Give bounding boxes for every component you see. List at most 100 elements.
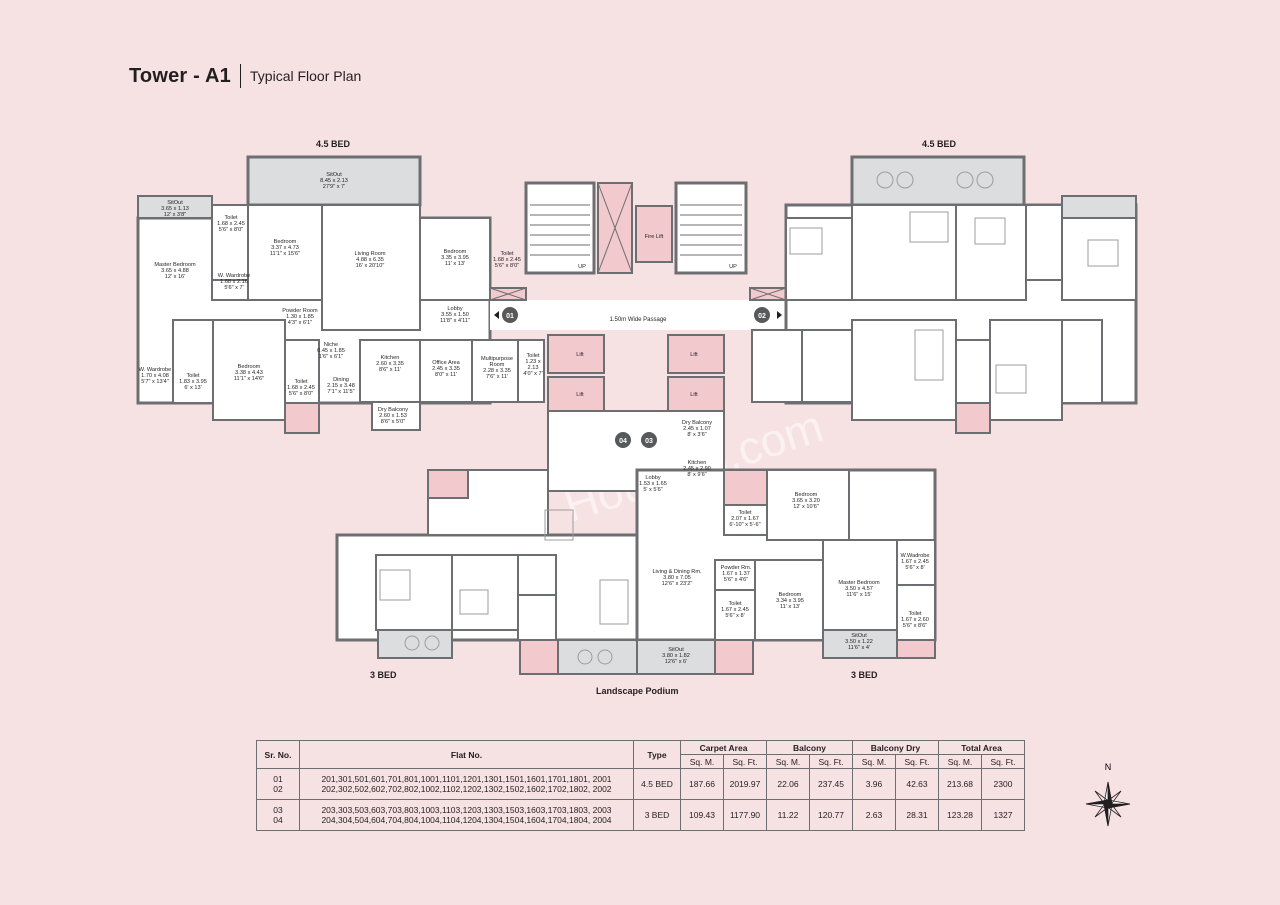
row-carpet-m: 109.43 xyxy=(680,799,724,831)
unit-sqft: Sq. Ft. xyxy=(895,754,939,769)
room-label: 12'6" x 6' xyxy=(665,659,687,665)
marker-label: 03 xyxy=(645,438,653,445)
room-label: 1.68 x 2.45 xyxy=(217,221,245,227)
header-flat: Flat No. xyxy=(299,740,634,769)
room-label: 3.55 x 1.50 xyxy=(441,312,469,318)
room-label: Toilet xyxy=(224,215,238,221)
room-label: 11'8" x 4'11" xyxy=(440,318,470,324)
room-label: SitOut xyxy=(167,200,183,206)
plan-subtitle: Typical Floor Plan xyxy=(250,68,362,84)
room-label: 4'0" x 7' xyxy=(523,371,542,377)
room-label: 5'6" x 7' xyxy=(224,285,243,291)
room-label: Living & Dining Rm. xyxy=(652,569,702,575)
room-label: Master Bedroom xyxy=(154,262,196,268)
room-label: 1.30 x 1.85 xyxy=(286,314,314,320)
room-label: 5'6" x 4'6" xyxy=(724,577,748,583)
room-label: 8'6" x 5'0" xyxy=(381,419,405,425)
unit-marker-01 xyxy=(502,307,518,323)
room-label: Bedroom xyxy=(444,249,467,255)
room-label: 12' x 3'8" xyxy=(164,212,186,218)
row-total-m: 123.28 xyxy=(938,799,982,831)
label-bottom-left: 3 BED xyxy=(370,670,397,680)
unit-sqft: Sq. Ft. xyxy=(723,754,767,769)
room-label: SitOut xyxy=(668,647,684,653)
lift-label: Lift xyxy=(576,352,584,358)
room-label: 12' x 10'6" xyxy=(793,504,819,510)
passage-label: 1.50m Wide Passage xyxy=(609,317,667,323)
room-label: 5'7" x 13'4" xyxy=(141,379,169,385)
unit-marker-04 xyxy=(615,432,631,448)
lift-label: Lift xyxy=(690,392,698,398)
room-label: 1.67 x 2.60 xyxy=(901,617,929,623)
room-label: SitOut xyxy=(851,633,867,639)
flat-01 xyxy=(136,155,545,434)
unit-marker-02 xyxy=(754,307,770,323)
room-label: 5'6" x 8'0" xyxy=(219,227,243,233)
room-label: 3.80 x 7.05 xyxy=(663,575,691,581)
row-balc-m: 22.06 xyxy=(766,768,810,800)
header-balcony: Balcony xyxy=(766,740,853,755)
room-label: Kitchen xyxy=(381,355,400,361)
room-label: 11'1" x 15'6" xyxy=(270,251,300,257)
row-total-ft: 1327 xyxy=(981,799,1025,831)
row-flats: 201,301,501,601,701,801,1001,1101,1201,1… xyxy=(299,768,634,800)
room-label: 5'6" x 8' xyxy=(905,565,924,571)
room-label: 0.45 x 1.85 xyxy=(317,348,345,354)
room-label: 8' x 3'6" xyxy=(687,432,706,438)
room-label: W.Wadrobe xyxy=(900,553,929,559)
room-label: SitOut xyxy=(326,172,342,178)
room-label: Toilet xyxy=(728,601,742,607)
room-label: Toilet xyxy=(186,373,200,379)
room-label: 1.67 x 2.45 xyxy=(721,607,749,613)
room-label: 11'1" x 14'6" xyxy=(234,376,264,382)
room-label: Dry Balcony xyxy=(378,407,408,413)
tower-title: Tower - A1 xyxy=(129,64,232,87)
room-label: 3.65 x 4.88 xyxy=(161,268,189,274)
room-label: 1'6" x 6'1" xyxy=(319,354,343,360)
room-label: 5'6" x 8'6" xyxy=(903,623,927,629)
room-label: 1.23 x xyxy=(525,359,540,365)
row-dry-m: 3.96 xyxy=(852,768,896,800)
row-carpet-m: 187.66 xyxy=(680,768,724,800)
label-top-left: 4.5 BED xyxy=(316,139,351,149)
room-label: 7'1" x 11'5" xyxy=(327,389,354,395)
fire-lift-label: Fire Lift xyxy=(645,234,664,240)
room-label: Dry Balcony xyxy=(682,420,712,426)
room-label: 4'3" x 6'1" xyxy=(288,320,312,326)
room-label: 5' x 5'6" xyxy=(643,487,662,493)
row-total-ft: 2300 xyxy=(981,768,1025,800)
marker-label: 04 xyxy=(619,438,627,445)
row-dry-ft: 42.63 xyxy=(895,768,939,800)
room-label: 1.67 x 2.45 xyxy=(901,559,929,565)
room-label: 1.67 x 1.37 xyxy=(722,571,750,577)
room-label: 11' x 13' xyxy=(445,261,465,267)
room-label: 1.83 x 3.95 xyxy=(179,379,207,385)
room-label: Dining xyxy=(333,377,349,383)
room-label: Room xyxy=(490,362,505,368)
room-label: 6'-10" x 5'-6" xyxy=(729,522,760,528)
unit-markers: 01 02 04 03 xyxy=(494,307,782,448)
room-label: Toilet xyxy=(500,251,514,257)
room-label: 1.70 x 4.08 xyxy=(141,373,169,379)
room-label: 12' x 16' xyxy=(165,274,186,280)
room-label: Toilet xyxy=(908,611,922,617)
room-label: 2.07 x 1.67 xyxy=(731,516,759,522)
stair-up-label: UP xyxy=(578,264,586,270)
arrow-right-icon xyxy=(777,311,782,319)
header-carpet: Carpet Area xyxy=(680,740,767,755)
room-label: 2.13 xyxy=(528,365,539,371)
